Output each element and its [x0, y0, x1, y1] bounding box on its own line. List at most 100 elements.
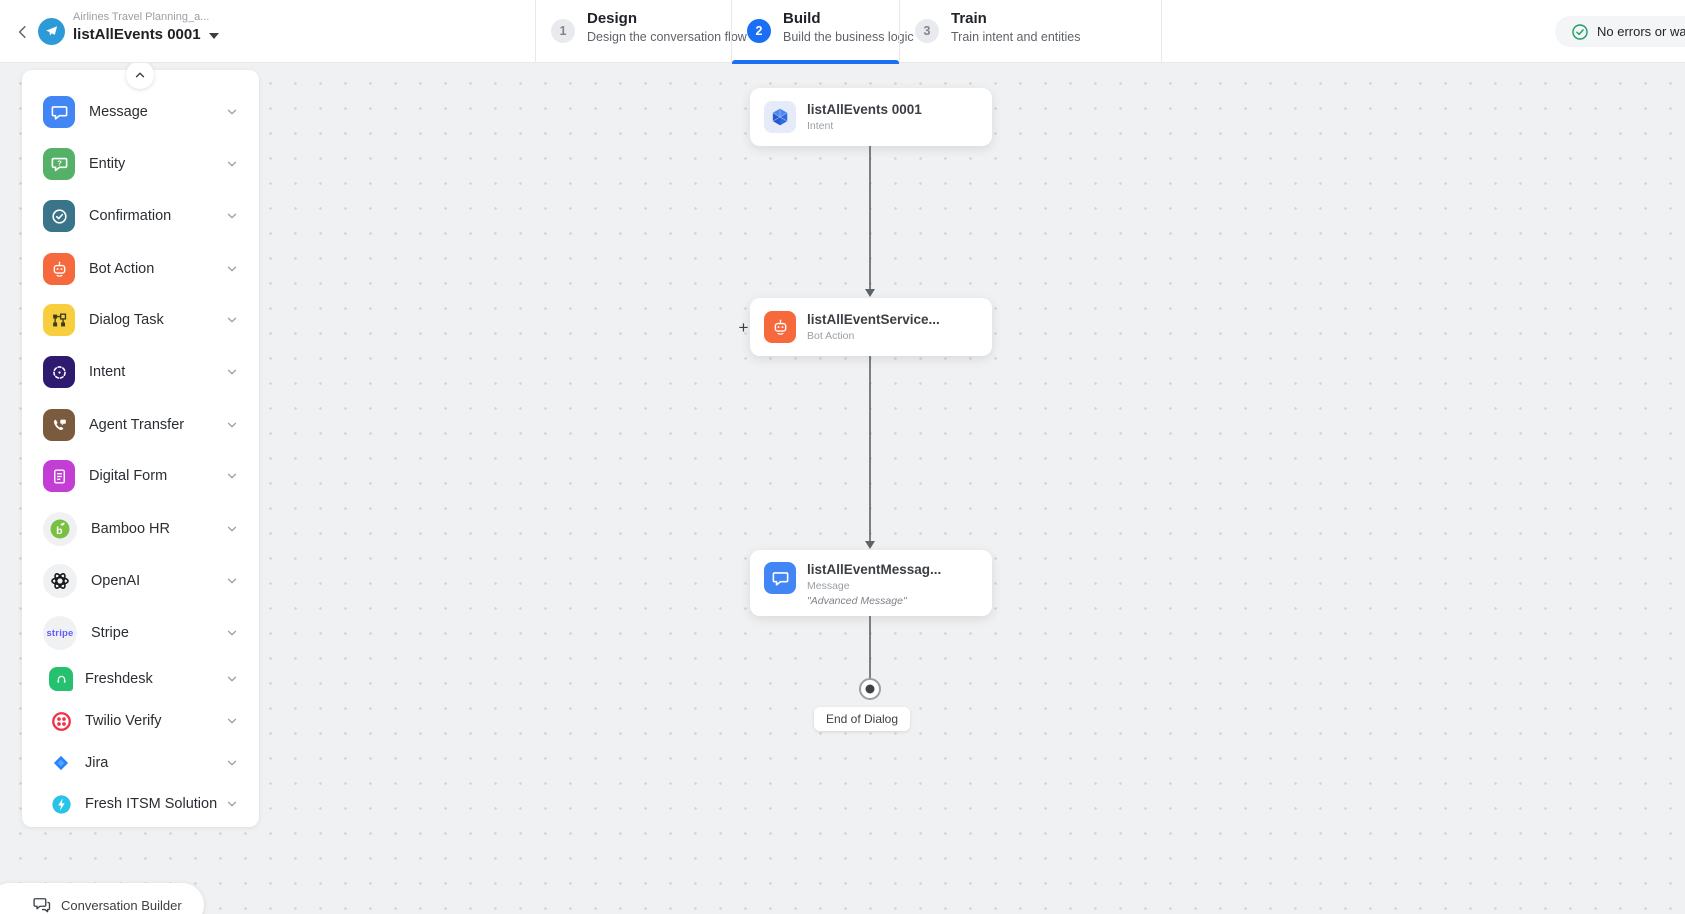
node-type: Message [807, 580, 850, 592]
chevron-down-icon[interactable] [225, 626, 239, 645]
breadcrumb: Airlines Travel Planning_a... listAllEve… [73, 11, 219, 43]
flow-canvas[interactable]: Message ? Entity Confirmation Bot Action [0, 63, 1685, 914]
chevron-left-icon [18, 26, 26, 38]
palette-item-fresh-itsm[interactable]: Fresh ITSM Solution [22, 786, 259, 822]
palette-item-freshdesk[interactable]: Freshdesk [22, 661, 259, 697]
chevron-down-icon[interactable] [225, 313, 239, 332]
flow-node-message[interactable]: listAllEventMessag... Message "Advanced … [750, 550, 992, 616]
palette-item-dialog-task[interactable]: Dialog Task [22, 302, 259, 338]
chevron-down-icon[interactable] [225, 262, 239, 281]
add-node-button[interactable]: + [738, 318, 749, 337]
palette-item-label: Twilio Verify [85, 713, 162, 729]
palette-item-label: Dialog Task [89, 312, 164, 328]
node-title: listAllEventMessag... [807, 562, 942, 577]
svg-text:b: b [56, 525, 62, 537]
builder-button-label: Conversation Builder [61, 897, 182, 913]
validation-status-badge[interactable]: No errors or warnings [1555, 16, 1685, 47]
caret-down-icon [208, 32, 219, 39]
tab-label: Train [951, 10, 987, 27]
flow-node-intent[interactable]: listAllEvents 0001 Intent [750, 88, 992, 146]
digital-form-icon [43, 460, 75, 492]
chevron-down-icon[interactable] [225, 469, 239, 488]
intent-node-icon [764, 101, 796, 133]
jira-icon [49, 751, 73, 775]
tab-sublabel: Design the conversation flow [587, 30, 747, 44]
intent-icon [43, 356, 75, 388]
connector-lines [859, 146, 881, 700]
flow-node-bot-action[interactable]: listAllEventService... Bot Action [750, 298, 992, 356]
palette-item-twilio-verify[interactable]: Twilio Verify [22, 703, 259, 739]
end-of-dialog-label: End of Dialog [814, 707, 910, 731]
workflow-steps: 1 Design Design the conversation flow 2 … [535, 0, 1162, 64]
palette-item-label: Freshdesk [85, 671, 153, 687]
tab-sublabel: Build the business logic [783, 30, 914, 44]
palette-item-label: Confirmation [89, 208, 172, 224]
chevron-up-icon [135, 72, 145, 78]
step-number: 2 [747, 19, 771, 43]
tab-label: Build [783, 10, 821, 27]
dialog-task-icon [43, 304, 75, 336]
chevron-down-icon[interactable] [225, 418, 239, 437]
palette-item-label: Stripe [91, 625, 129, 641]
chevron-down-icon[interactable] [225, 105, 239, 124]
chevron-down-icon[interactable] [225, 756, 239, 775]
palette-item-bamboo-hr[interactable]: b Bamboo HR [22, 511, 259, 547]
agent-transfer-icon [43, 409, 75, 441]
collapse-palette-button[interactable] [126, 63, 154, 89]
svg-text:?: ? [57, 158, 62, 167]
top-bar: Airlines Travel Planning_a... listAllEve… [0, 0, 1685, 64]
node-palette: Message ? Entity Confirmation Bot Action [22, 63, 259, 827]
tab-sublabel: Train intent and entities [951, 30, 1081, 44]
entity-icon: ? [43, 148, 75, 180]
node-type: Bot Action [807, 330, 855, 342]
check-circle-icon [1572, 23, 1588, 40]
bot-action-icon [43, 253, 75, 285]
palette-item-label: Digital Form [89, 468, 168, 484]
tab-build[interactable]: 2 Build Build the business logic [731, 0, 914, 64]
dialog-name-dropdown[interactable]: listAllEvents 0001 [73, 26, 219, 43]
step-number: 3 [915, 19, 939, 43]
chevron-down-icon[interactable] [225, 672, 239, 691]
back-button[interactable] [10, 19, 36, 45]
node-type: Intent [807, 120, 834, 132]
chevron-down-icon[interactable] [225, 365, 239, 384]
message-node-icon [764, 562, 796, 594]
palette-item-stripe[interactable]: stripe Stripe [22, 615, 259, 651]
twilio-verify-icon [49, 709, 73, 733]
status-text: No errors or warnings [1597, 24, 1685, 39]
bamboo-hr-icon: b [43, 512, 77, 546]
palette-item-intent[interactable]: Intent [22, 354, 259, 390]
chevron-down-icon[interactable] [225, 209, 239, 228]
palette-item-confirmation[interactable]: Confirmation [22, 198, 259, 234]
node-note: "Advanced Message" [807, 595, 907, 607]
palette-item-label: Fresh ITSM Solution [85, 796, 218, 812]
confirmation-icon [43, 200, 75, 232]
active-tab-underline [732, 60, 899, 64]
chevron-down-icon[interactable] [225, 797, 239, 816]
palette-item-label: Bot Action [89, 261, 155, 277]
chevron-down-icon[interactable] [225, 714, 239, 733]
conversation-builder-button[interactable]: Conversation Builder [0, 883, 204, 914]
tab-design[interactable]: 1 Design Design the conversation flow [535, 0, 747, 63]
palette-item-message[interactable]: Message [22, 94, 259, 130]
bot-avatar-icon [38, 18, 65, 45]
palette-item-bot-action[interactable]: Bot Action [22, 251, 259, 287]
bot-action-node-icon [764, 311, 796, 343]
chat-bubbles-icon [33, 898, 51, 913]
chevron-down-icon[interactable] [225, 157, 239, 176]
dialog-name: listAllEvents 0001 [73, 26, 201, 43]
chevron-down-icon[interactable] [225, 522, 239, 541]
chevron-down-icon[interactable] [225, 574, 239, 593]
palette-item-label: Jira [85, 755, 109, 771]
palette-item-openai[interactable]: OpenAI [22, 563, 259, 599]
palette-item-label: Intent [89, 364, 126, 380]
palette-item-agent-transfer[interactable]: Agent Transfer [22, 407, 259, 443]
node-title: listAllEvents 0001 [807, 102, 922, 117]
palette-item-digital-form[interactable]: Digital Form [22, 458, 259, 494]
palette-item-entity[interactable]: ? Entity [22, 146, 259, 182]
project-name: Airlines Travel Planning_a... [73, 11, 210, 23]
tab-train[interactable]: 3 Train Train intent and entities [899, 0, 1162, 63]
node-title: listAllEventService... [807, 312, 940, 327]
palette-item-jira[interactable]: Jira [22, 745, 259, 781]
palette-item-label: Bamboo HR [91, 521, 170, 537]
